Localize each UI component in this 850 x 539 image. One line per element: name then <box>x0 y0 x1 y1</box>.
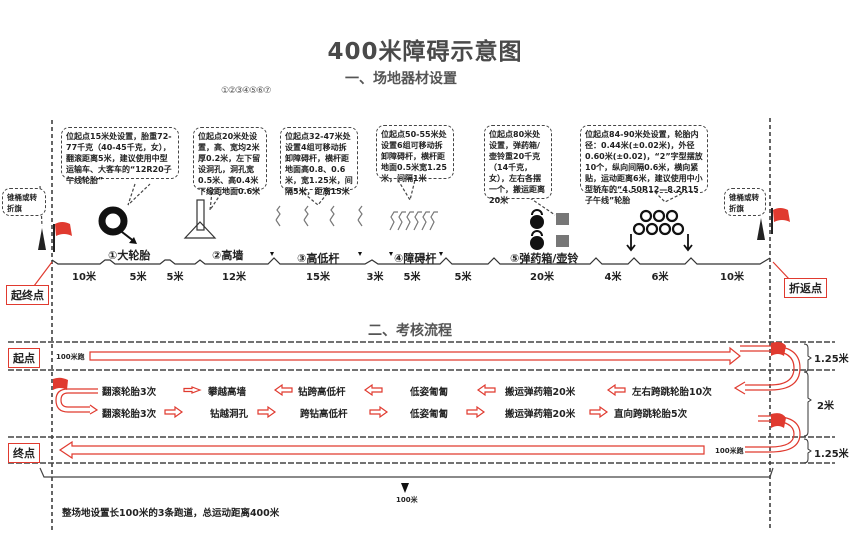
page-title: 400米障碍示意图 <box>327 39 523 65</box>
obstacle-label-tire: ①大轮胎 <box>108 247 150 263</box>
callout-cone-left: 锥桶或转折旗 <box>2 188 46 216</box>
callout-tires: 位起点84-90米处设置，轮胎内径：0.44米(±0.02米)，外径0.60米(… <box>580 125 708 205</box>
end-label: 终点 <box>8 443 40 463</box>
flag-icon-lane <box>771 413 786 428</box>
cone-icon-left <box>38 228 46 250</box>
u-turn-arrow-left <box>55 388 99 415</box>
obstacle-number: ④ <box>394 252 404 265</box>
step-hurdle-1: 钻跨高低杆 <box>298 387 346 398</box>
length-label: 100米 <box>396 496 418 504</box>
obstacle-name: 高低杆 <box>306 252 340 265</box>
callout-cone-right: 锥桶或转折旗 <box>724 188 766 216</box>
flag-icon-lane <box>53 377 68 390</box>
length-marker-triangle <box>401 483 409 493</box>
flag-icon-left <box>53 222 72 252</box>
callout-crawl: 位起点50-55米处设置6组可移动拆卸障碍杆，横杆距地面0.5米宽1.25米，间… <box>376 125 454 183</box>
turnaround-pointer <box>772 261 791 281</box>
ammo-box-icon <box>556 213 569 247</box>
step-flip-tire-1: 翻滚轮胎3次 <box>102 387 157 398</box>
step-low-crawl-2: 低姿匍匐 <box>410 409 449 420</box>
distance-label: 10米 <box>720 272 744 283</box>
start-label: 起点 <box>8 348 40 368</box>
obstacle-name: 弹药箱/壶铃 <box>519 252 579 265</box>
distance-label: 4米 <box>604 272 622 283</box>
distance-label: 5米 <box>403 272 421 283</box>
obstacle-number: ③ <box>297 252 307 265</box>
callout-wall: 位起点20米处设置，高、宽均2米厚0.2米，左下留设洞孔，洞孔宽0.5米、高0.… <box>193 127 267 196</box>
high-low-bars-icon <box>275 205 363 227</box>
flag-icon-right <box>771 208 790 234</box>
flow-arrows-upper <box>183 383 626 397</box>
cone-icon-right <box>757 218 765 240</box>
obstacle-number: ② <box>212 249 222 262</box>
big-tire-icon <box>98 206 137 244</box>
flag-icon-lane <box>771 342 786 356</box>
callout-hurdles: 位起点32-47米处设置4组可移动拆卸障碍杆，横杆距地面高0.8、0.6米，宽1… <box>280 127 358 196</box>
distance-label: 5米 <box>129 272 147 283</box>
dimension-braces <box>803 343 812 464</box>
section2-heading: 二、考核流程 <box>368 323 452 339</box>
lane-width-label: 1.25米 <box>814 449 849 460</box>
section1-heading: 一、场地器材设置 <box>345 71 457 87</box>
step-through-hole: 钻越洞孔 <box>210 409 249 420</box>
flow-arrows-lower <box>164 405 609 419</box>
step-carry-ammo-1: 搬运弹药箱20米 <box>505 387 576 398</box>
lane3-arrow <box>58 440 705 460</box>
marker-triangle <box>270 252 274 256</box>
obstacle-name: 障碍杆 <box>403 252 437 265</box>
distance-label: 15米 <box>306 272 330 283</box>
small-tires-icon <box>632 209 685 236</box>
step-hurdle-2: 跨钻高低杆 <box>300 409 348 420</box>
high-wall-icon <box>183 199 217 239</box>
lane1-arrow <box>89 346 741 366</box>
distance-label: 5米 <box>166 272 184 283</box>
start-end-point-label: 起终点 <box>6 285 49 305</box>
obstacle-name: 大轮胎 <box>117 249 151 262</box>
lane1-run-label: 100米跑 <box>56 353 85 361</box>
circled-numbers: ①②③④⑤⑥⑦ <box>221 86 271 96</box>
step-low-crawl-1: 低姿匍匐 <box>410 387 449 398</box>
footnote: 整场地设置长100米的3条跑道，总运动距离400米 <box>62 508 280 519</box>
obstacle-label-ammo: ⑤弹药箱/壶铃 <box>510 250 578 266</box>
lane3-run-label: 100米跑 <box>715 447 744 455</box>
distance-label: 12米 <box>222 272 246 283</box>
callout-ammo: 位起点80米处设置，弹药箱/壶铃重20千克（14千克，女），左右各摆一个，搬运距… <box>484 125 552 205</box>
distance-label: 6米 <box>651 272 669 283</box>
obstacle-label-wall: ②高墙 <box>212 247 243 263</box>
lane-width-label: 1.25米 <box>814 354 849 365</box>
kettlebell-icon <box>530 209 544 250</box>
marker-triangle <box>358 252 362 256</box>
lane-lines <box>8 341 835 464</box>
step-flip-tire-2: 翻滚轮胎3次 <box>102 409 157 420</box>
start-pointer <box>33 261 53 287</box>
turnaround-point-label: 折返点 <box>784 278 827 298</box>
obstacle-bars-icon <box>389 211 438 231</box>
arrow-down-icon <box>626 234 693 252</box>
length-bracket <box>39 467 774 478</box>
obstacle-number: ⑤ <box>510 252 520 265</box>
distance-label: 10米 <box>72 272 96 283</box>
distance-label: 3米 <box>366 272 384 283</box>
ground-line <box>51 257 771 265</box>
step-carry-ammo-2: 搬运弹药箱20米 <box>505 409 576 420</box>
distance-label: 5米 <box>454 272 472 283</box>
callout-tire: 位起点15米处设置，胎重72-77千克（40-45千克，女），翻滚距离5米，建议… <box>61 127 179 185</box>
obstacle-name: 高墙 <box>221 249 244 262</box>
obstacle-label-hurdles: ③高低杆 <box>297 250 339 266</box>
marker-triangle <box>439 252 443 256</box>
step-climb-wall: 攀越高墙 <box>208 387 247 398</box>
step-straight-tire-jump: 直向跨跳轮胎5次 <box>614 409 688 420</box>
lane-gap-label: 2米 <box>817 401 834 412</box>
step-left-right-tire-jump: 左右跨跳轮胎10次 <box>632 387 712 398</box>
obstacle-number: ① <box>108 249 118 262</box>
marker-triangle <box>389 252 393 256</box>
distance-label: 20米 <box>530 272 554 283</box>
obstacle-label-bars: ④障碍杆 <box>394 250 436 266</box>
